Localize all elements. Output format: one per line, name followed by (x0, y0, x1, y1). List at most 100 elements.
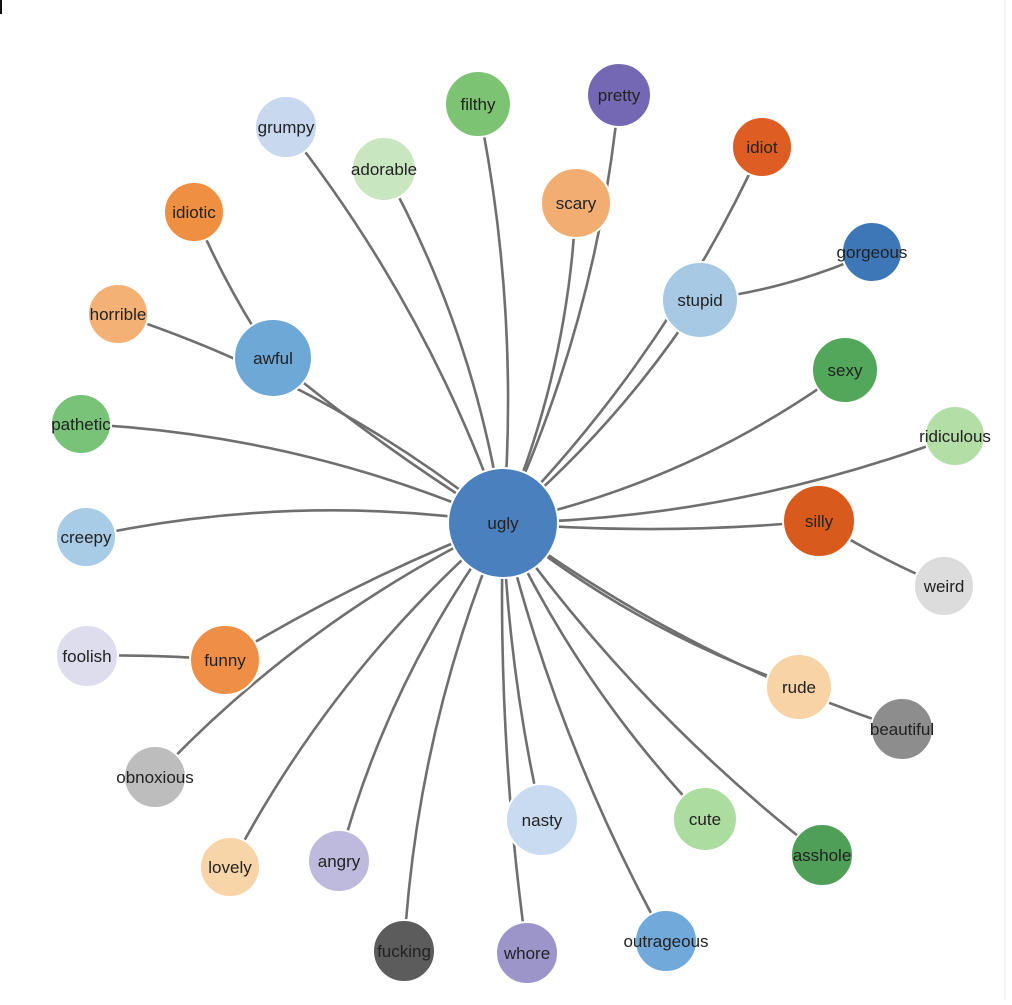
node-filthy-circle[interactable] (444, 70, 512, 138)
cursor-mark (0, 0, 2, 14)
node-creepy-label: creepy (60, 528, 112, 547)
node-scary-circle[interactable] (540, 167, 612, 239)
node-rude-circle[interactable] (765, 653, 833, 721)
link-ugly-beautiful (502, 521, 903, 731)
node-funny[interactable]: funny (189, 624, 261, 696)
node-horrible-circle[interactable] (87, 283, 149, 345)
node-funny-circle[interactable] (189, 624, 261, 696)
node-lovely-circle[interactable] (199, 836, 261, 898)
node-whore-circle[interactable] (495, 921, 559, 985)
node-outrageous[interactable]: outrageous (623, 909, 709, 973)
link-ugly-horrible (117, 312, 504, 525)
node-stupid[interactable]: stupid (661, 261, 739, 339)
node-gorgeous[interactable]: gorgeous (837, 221, 908, 283)
node-silly[interactable]: silly (782, 484, 856, 558)
node-cute-label: cute (689, 810, 721, 829)
graph-nodes: grumpy filthy pretty adorable scary idiot idio… (50, 62, 991, 985)
node-scary[interactable]: scary (540, 167, 612, 239)
node-ridiculous-circle[interactable] (924, 405, 986, 467)
node-foolish-circle[interactable] (55, 624, 119, 688)
node-stupid-circle[interactable] (661, 261, 739, 339)
node-grumpy-label: grumpy (258, 118, 315, 137)
node-filthy-label: filthy (461, 95, 496, 114)
link-ugly-angry (337, 522, 505, 862)
node-cute[interactable]: cute (672, 786, 738, 852)
node-creepy-circle[interactable] (55, 506, 117, 568)
node-pathetic-circle[interactable] (50, 393, 112, 455)
node-idiotic-circle[interactable] (163, 181, 225, 243)
node-nasty-circle[interactable] (505, 783, 579, 857)
node-horrible-label: horrible (90, 305, 147, 324)
node-awful[interactable]: awful (233, 318, 313, 398)
node-ugly[interactable]: ugly (447, 467, 559, 579)
node-fucking-label: fucking (377, 942, 431, 961)
node-weird-circle[interactable] (913, 555, 975, 617)
node-lovely[interactable]: lovely (199, 836, 261, 898)
node-obnoxious-circle[interactable] (123, 745, 187, 809)
link-ugly-adorable (382, 168, 505, 524)
node-foolish[interactable]: foolish (55, 624, 119, 688)
node-idiot[interactable]: idiot (731, 116, 793, 178)
node-obnoxious-label: obnoxious (116, 768, 194, 787)
node-gorgeous-label: gorgeous (837, 243, 908, 262)
link-ugly-asshole (501, 522, 823, 857)
node-sexy-label: sexy (828, 361, 863, 380)
node-asshole[interactable]: asshole (790, 823, 854, 887)
node-outrageous-circle[interactable] (634, 909, 698, 973)
node-gorgeous-circle[interactable] (841, 221, 903, 283)
node-angry[interactable]: angry (307, 829, 371, 893)
node-ridiculous[interactable]: ridiculous (919, 405, 991, 467)
link-ugly-grumpy (284, 126, 505, 524)
node-beautiful-circle[interactable] (870, 697, 934, 761)
node-adorable-circle[interactable] (351, 136, 417, 202)
node-idiotic[interactable]: idiotic (163, 181, 225, 243)
node-fucking-circle[interactable] (372, 919, 436, 983)
link-ugly-idiot (502, 146, 764, 524)
node-weird[interactable]: weird (913, 555, 975, 617)
node-idiot-circle[interactable] (731, 116, 793, 178)
node-adorable-label: adorable (351, 160, 417, 179)
node-beautiful-label: beautiful (870, 720, 934, 739)
node-idiotic-label: idiotic (172, 203, 216, 222)
node-nasty-label: nasty (522, 811, 563, 830)
node-beautiful[interactable]: beautiful (870, 697, 934, 761)
node-silly-label: silly (805, 512, 834, 531)
node-horrible[interactable]: horrible (87, 283, 149, 345)
node-funny-label: funny (204, 651, 246, 670)
link-ugly-lovely (228, 522, 504, 868)
node-whore-label: whore (503, 944, 550, 963)
node-weird-label: weird (923, 577, 965, 596)
node-nasty[interactable]: nasty (505, 783, 579, 857)
node-silly-circle[interactable] (782, 484, 856, 558)
node-adorable[interactable]: adorable (351, 136, 417, 202)
node-cute-circle[interactable] (672, 786, 738, 852)
node-pathetic[interactable]: pathetic (50, 393, 112, 455)
node-pretty[interactable]: pretty (586, 62, 652, 128)
node-rude[interactable]: rude (765, 653, 833, 721)
node-fucking[interactable]: fucking (372, 919, 436, 983)
node-sexy[interactable]: sexy (811, 336, 879, 404)
node-asshole-label: asshole (793, 846, 852, 865)
node-angry-circle[interactable] (307, 829, 371, 893)
node-pretty-label: pretty (598, 86, 641, 105)
node-filthy[interactable]: filthy (444, 70, 512, 138)
node-ridiculous-label: ridiculous (919, 427, 991, 446)
node-grumpy[interactable]: grumpy (254, 95, 318, 159)
node-whore[interactable]: whore (495, 921, 559, 985)
link-ugly-filthy (476, 103, 510, 524)
node-obnoxious[interactable]: obnoxious (116, 745, 194, 809)
node-pretty-circle[interactable] (586, 62, 652, 128)
node-awful-circle[interactable] (233, 318, 313, 398)
node-sexy-circle[interactable] (811, 336, 879, 404)
node-scary-label: scary (556, 194, 597, 213)
panel-border (1004, 0, 1006, 1000)
node-grumpy-circle[interactable] (254, 95, 318, 159)
link-ugly-pretty (501, 94, 621, 524)
node-creepy[interactable]: creepy (55, 506, 117, 568)
node-asshole-circle[interactable] (790, 823, 854, 887)
node-idiot-label: idiot (746, 138, 777, 157)
node-lovely-label: lovely (208, 858, 252, 877)
node-ugly-circle[interactable] (447, 467, 559, 579)
